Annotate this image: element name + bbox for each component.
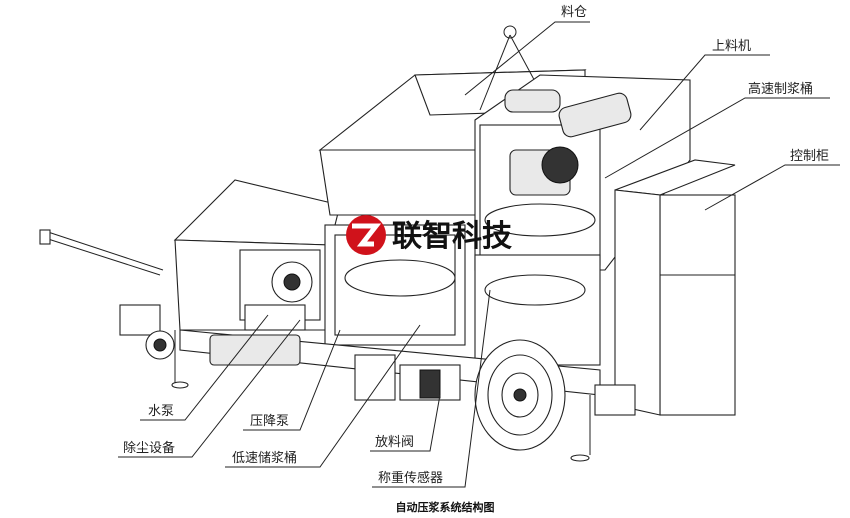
figure-caption: 自动压浆系统结构图 <box>396 500 495 514</box>
label-hopper: 料仓 <box>561 5 587 20</box>
label-dust-removal: 除尘设备 <box>123 440 175 456</box>
label-grout-pump: 压降泵 <box>250 414 289 429</box>
logo-text: 联智科技 <box>392 219 512 254</box>
wheel <box>474 339 566 451</box>
label-discharge-valve: 放料阀 <box>375 435 414 450</box>
company-logo: 联智科技 <box>346 215 512 255</box>
leader-lines <box>118 21 840 488</box>
label-water-pump: 水泵 <box>148 404 174 419</box>
label-low-speed-tank: 低速储浆桶 <box>232 451 297 466</box>
label-high-speed-mixer: 高速制浆桶 <box>748 81 813 97</box>
label-weighing-sensor: 称重传感器 <box>378 470 443 486</box>
control-cabinet <box>614 159 736 416</box>
label-feeder: 上料机 <box>712 39 751 54</box>
label-control-cabinet: 控制柜 <box>790 149 829 164</box>
tow-bar <box>39 229 164 276</box>
